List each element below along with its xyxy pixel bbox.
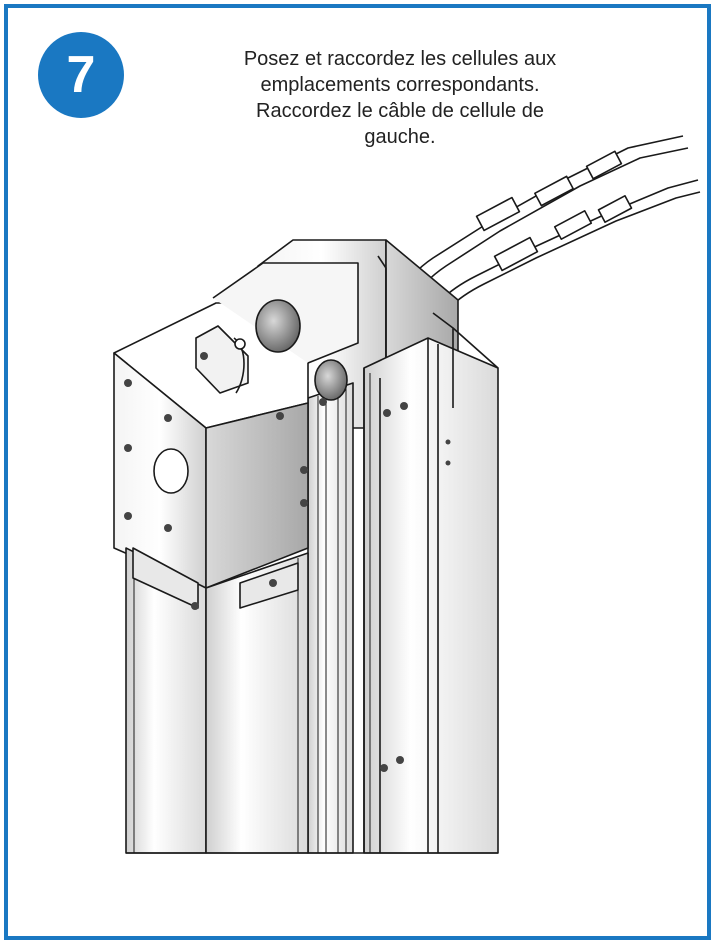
instruction-line: Posez et raccordez les cellules aux [243, 48, 557, 70]
column-assembly-illustration [113, 135, 701, 854]
instruction-line: emplacements correspondants. [260, 74, 540, 96]
step-number-badge: 7 [38, 32, 124, 118]
instruction-line: Raccordez le câble de cellule de [256, 100, 544, 122]
instruction-panel: 7 Posez et raccordez les cellules aux em… [4, 4, 711, 940]
instruction-line: gauche. [364, 126, 436, 148]
instruction-text: Posez et raccordez les cellules aux empl… [190, 46, 610, 150]
